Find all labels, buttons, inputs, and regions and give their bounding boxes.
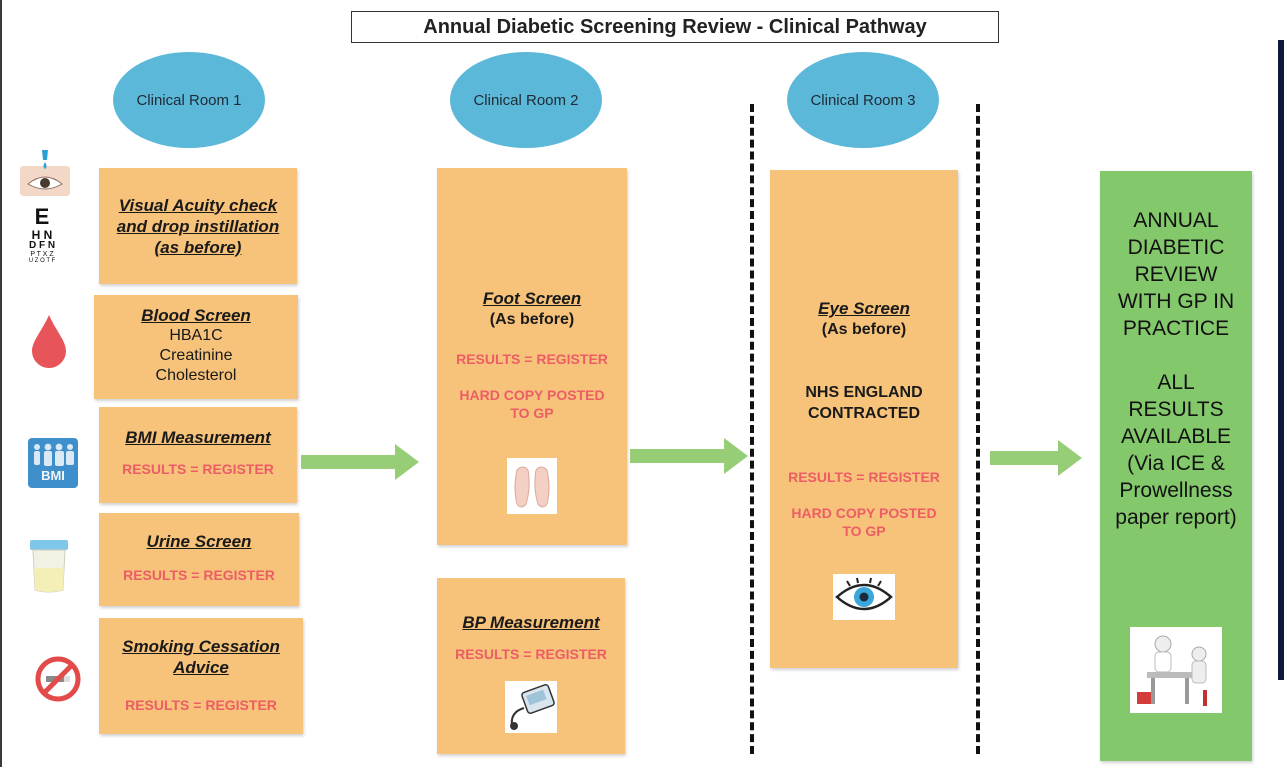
eye-chart-icon: E H N D F N P T X Z U Z O T F: [20, 206, 64, 288]
eye-chart-row-1: E: [34, 204, 50, 229]
bmi-result: RESULTS = REGISTER: [122, 461, 274, 477]
review-heading-line-4: WITH GP IN: [1117, 290, 1235, 313]
smoking-result: RESULTS = REGISTER: [125, 697, 277, 713]
urine-screen-title: Urine Screen: [146, 532, 252, 551]
room-2-ellipse: Clinical Room 2: [450, 52, 602, 148]
right-edge-strip: [1278, 40, 1284, 680]
eye-screen-post-line-1: HARD COPY POSTED: [791, 505, 937, 521]
annual-review-box: ANNUAL DIABETIC REVIEW WITH GP IN PRACTI…: [1100, 171, 1252, 761]
visual-acuity-title-line-3: (as before): [154, 237, 242, 257]
bp-title: BP Measurement: [462, 613, 600, 632]
bmi-box: BMI Measurement RESULTS = REGISTER: [99, 407, 297, 503]
bp-result: RESULTS = REGISTER: [455, 646, 607, 662]
foot-screen-result: RESULTS = REGISTER: [456, 351, 608, 367]
eye-screen-post-line-2: TO GP: [842, 523, 886, 539]
urine-sample-icon: [28, 538, 70, 594]
review-results-line-3: AVAILABLE: [1120, 425, 1232, 448]
blood-pressure-monitor-icon: [505, 681, 557, 733]
smoking-title-line-2: Advice: [173, 658, 229, 677]
urine-screen-box: Urine Screen RESULTS = REGISTER: [99, 513, 299, 606]
blood-item-cholesterol: Cholesterol: [155, 367, 237, 384]
blood-drop-icon: [30, 313, 68, 369]
eye-screen-result: RESULTS = REGISTER: [788, 469, 940, 485]
eye-screen-subtitle: (As before): [821, 321, 907, 338]
blood-screen-title: Blood Screen: [141, 306, 251, 325]
bp-measurement-box: BP Measurement RESULTS = REGISTER: [437, 578, 625, 754]
room-3-left-divider: [750, 104, 754, 754]
review-results-line-4: (Via ICE &: [1127, 452, 1225, 475]
blood-screen-box: Blood Screen HBA1C Creatinine Cholestero…: [94, 295, 298, 399]
bmi-icon-label: BMI: [41, 468, 65, 483]
eye-chart-row-5: U Z O T F: [28, 258, 56, 264]
feet-icon: [507, 458, 557, 514]
room-2-label: Clinical Room 2: [473, 91, 579, 109]
room-1-label: Clinical Room 1: [136, 91, 242, 109]
review-heading-line-3: REVIEW: [1134, 263, 1218, 286]
eye-screen-contract-line-1: NHS ENGLAND: [805, 384, 923, 401]
eye-screen-contract-line-2: CONTRACTED: [808, 405, 920, 422]
bmi-title: BMI Measurement: [125, 428, 271, 447]
foot-screen-post-line-1: HARD COPY POSTED: [459, 387, 605, 403]
eye-chart-row-2: H N: [31, 228, 53, 242]
urine-result: RESULTS = REGISTER: [123, 567, 275, 583]
diagram-title: Annual Diabetic Screening Review - Clini…: [351, 11, 999, 43]
review-results-line-5: Prowellness: [1119, 479, 1233, 502]
room-3-label: Clinical Room 3: [810, 91, 916, 109]
eye-chart-row-4: P T X Z: [30, 251, 54, 258]
foot-screen-title: Foot Screen: [482, 289, 582, 308]
foot-screen-post-line-2: TO GP: [510, 405, 554, 421]
visual-acuity-title-line-1: Visual Acuity check: [118, 195, 278, 215]
no-smoking-icon: [34, 655, 82, 703]
blood-item-hba1c: HBA1C: [169, 327, 223, 344]
eye-screen-box: Eye Screen (As before) NHS ENGLAND CONTR…: [770, 170, 958, 668]
doctor-consultation-icon: [1130, 627, 1222, 713]
review-results-line-6: paper report): [1115, 506, 1237, 529]
eye-screen-title: Eye Screen: [818, 299, 910, 318]
review-heading-line-1: ANNUAL: [1133, 209, 1219, 232]
arrow-room3-to-review: [990, 440, 1082, 476]
bmi-icon: BMI: [28, 438, 78, 488]
visual-acuity-title-line-2: and drop instillation: [116, 216, 280, 236]
room-3-right-divider: [976, 104, 980, 754]
review-results-line-2: RESULTS: [1128, 398, 1224, 421]
eye-drop-icon: [20, 150, 70, 196]
visual-acuity-box: Visual Acuity check and drop instillatio…: [99, 168, 297, 284]
review-results-line-1: ALL: [1157, 371, 1195, 394]
foot-screen-box: Foot Screen (As before) RESULTS = REGIST…: [437, 168, 627, 545]
eye-icon: [833, 574, 895, 620]
room-3-ellipse: Clinical Room 3: [787, 52, 939, 148]
smoking-title-line-1: Smoking Cessation: [122, 637, 280, 656]
smoking-cessation-box: Smoking Cessation Advice RESULTS = REGIS…: [99, 618, 303, 734]
left-border: [0, 0, 2, 767]
review-heading-line-5: PRACTICE: [1122, 317, 1230, 340]
eye-chart-row-3: D F N: [28, 240, 56, 251]
arrow-room2-to-room3: [630, 438, 748, 474]
foot-screen-subtitle: (As before): [489, 311, 575, 328]
blood-item-creatinine: Creatinine: [159, 347, 233, 364]
room-1-ellipse: Clinical Room 1: [113, 52, 265, 148]
arrow-room1-to-room2: [301, 444, 419, 480]
review-heading-line-2: DIABETIC: [1127, 236, 1225, 259]
